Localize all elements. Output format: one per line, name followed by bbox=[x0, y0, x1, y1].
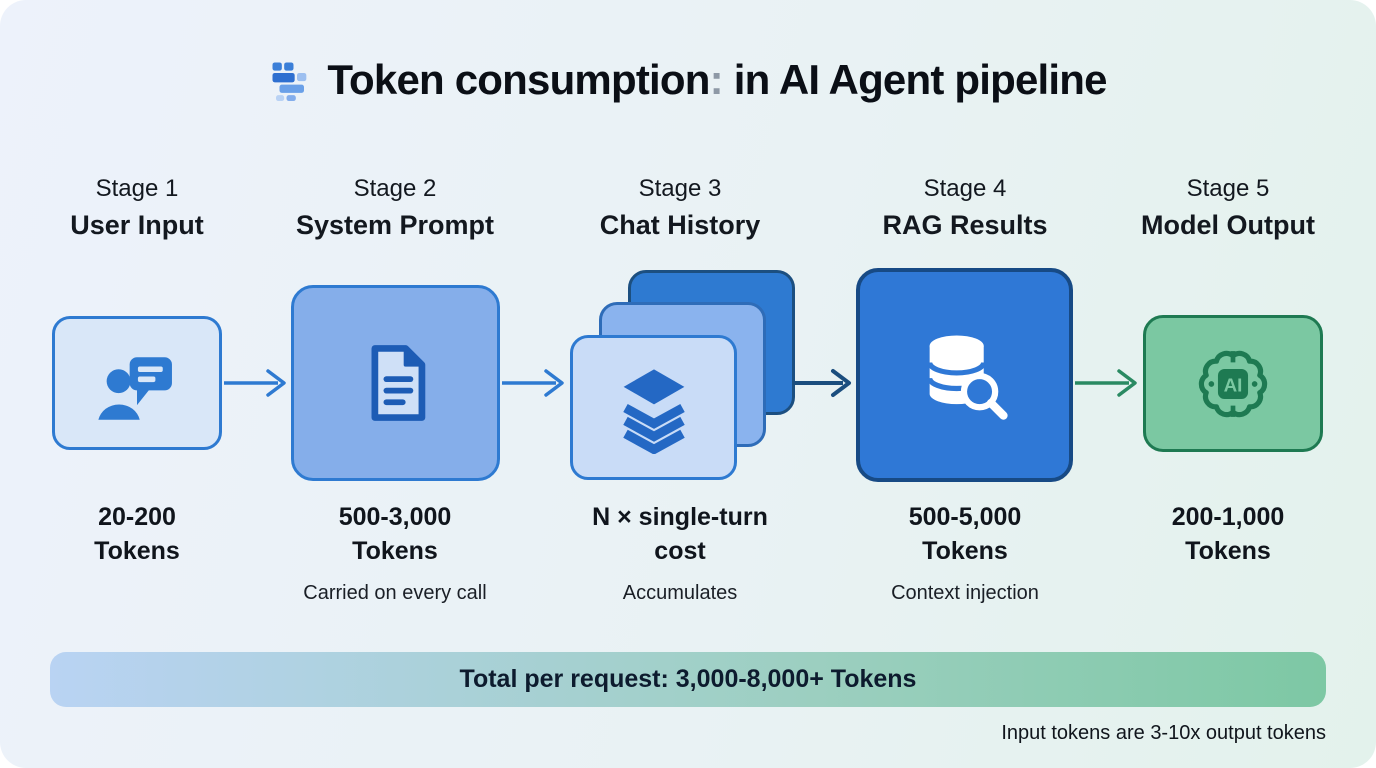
stage4-tokens-line2: Tokens bbox=[922, 537, 1008, 565]
page-title-part1: Token consumption bbox=[327, 56, 710, 103]
page-title-colon: : bbox=[709, 56, 724, 103]
stage2-tokens: 500-3,000 Tokens bbox=[265, 500, 525, 568]
tokens-grid-icon bbox=[272, 62, 307, 101]
stage4-tokens: 500-5,000 Tokens bbox=[835, 500, 1095, 568]
total-per-request-bar: Total per request: 3,000-8,000+ Tokens bbox=[50, 652, 1326, 707]
stage3-tokens-line2: cost bbox=[654, 537, 706, 565]
layers-icon bbox=[622, 368, 685, 454]
page-title-part2: in AI Agent pipeline bbox=[733, 56, 1108, 103]
arrow-stage1-to-stage2 bbox=[224, 369, 286, 397]
stage3-name: Chat History bbox=[599, 210, 761, 240]
stage1-tokens-line2: Tokens bbox=[94, 537, 180, 565]
stage1-label: Stage 1 bbox=[95, 175, 179, 202]
stage2-tokens-line2: Tokens bbox=[352, 537, 438, 565]
page-title: Token consumption:in AI Agent pipeline bbox=[327, 56, 1108, 104]
stage5-header: Stage 5 Model Output bbox=[1098, 172, 1358, 244]
arrow-stage2-to-stage3 bbox=[502, 369, 564, 397]
stage4-box bbox=[856, 268, 1073, 482]
stage2-name: System Prompt bbox=[295, 210, 495, 240]
stage5-label: Stage 5 bbox=[1186, 175, 1270, 202]
stage3-header: Stage 3 Chat History bbox=[550, 172, 810, 244]
stage1-box bbox=[52, 316, 222, 450]
stage3-card-front bbox=[570, 335, 737, 480]
user-chat-icon bbox=[98, 357, 172, 420]
stage2-label: Stage 2 bbox=[353, 175, 437, 202]
total-per-request-text: Total per request: 3,000-8,000+ Tokens bbox=[459, 665, 917, 693]
stage4-name: RAG Results bbox=[882, 210, 1048, 240]
stage4-header: Stage 4 RAG Results bbox=[835, 172, 1095, 244]
brain-ai-icon: AI bbox=[1198, 350, 1268, 417]
stage5-box: AI bbox=[1143, 315, 1323, 452]
stage3-tokens: N × single-turn cost bbox=[550, 500, 810, 568]
arrow-stage4-to-stage5 bbox=[1075, 369, 1137, 397]
stage4-note: Context injection bbox=[891, 582, 1039, 604]
stage1-name: User Input bbox=[70, 210, 204, 240]
stage5-tokens-line2: Tokens bbox=[1185, 537, 1271, 565]
stage4-label: Stage 4 bbox=[923, 175, 1007, 202]
database-search-icon bbox=[926, 335, 1008, 420]
stage1-tokens: 20-200 Tokens bbox=[7, 500, 267, 568]
stage5-name: Model Output bbox=[1141, 210, 1315, 240]
stage3-note: Accumulates bbox=[622, 582, 738, 604]
stage2-box bbox=[291, 285, 500, 481]
stage2-header: Stage 2 System Prompt bbox=[265, 172, 525, 244]
stage1-tokens-line1: 20-200 bbox=[98, 503, 176, 531]
stage5-tokens: 200-1,000 Tokens bbox=[1098, 500, 1358, 568]
ai-chip-label: AI bbox=[1224, 374, 1243, 395]
stage3-label: Stage 3 bbox=[638, 175, 722, 202]
stage2-note: Carried on every call bbox=[303, 582, 487, 604]
arrow-stage3-to-stage4 bbox=[793, 369, 851, 397]
stage5-tokens-line1: 200-1,000 bbox=[1171, 503, 1285, 531]
document-icon bbox=[371, 345, 425, 421]
stage4-tokens-line1: 500-5,000 bbox=[908, 503, 1022, 531]
stage2-tokens-line1: 500-3,000 bbox=[338, 503, 452, 531]
stage1-header: Stage 1 User Input bbox=[7, 172, 267, 244]
stage3-tokens-line1: N × single-turn bbox=[592, 503, 768, 531]
title-row: Token consumption:in AI Agent pipeline bbox=[0, 56, 1376, 104]
footnote: Input tokens are 3-10x output tokens bbox=[1001, 722, 1326, 744]
